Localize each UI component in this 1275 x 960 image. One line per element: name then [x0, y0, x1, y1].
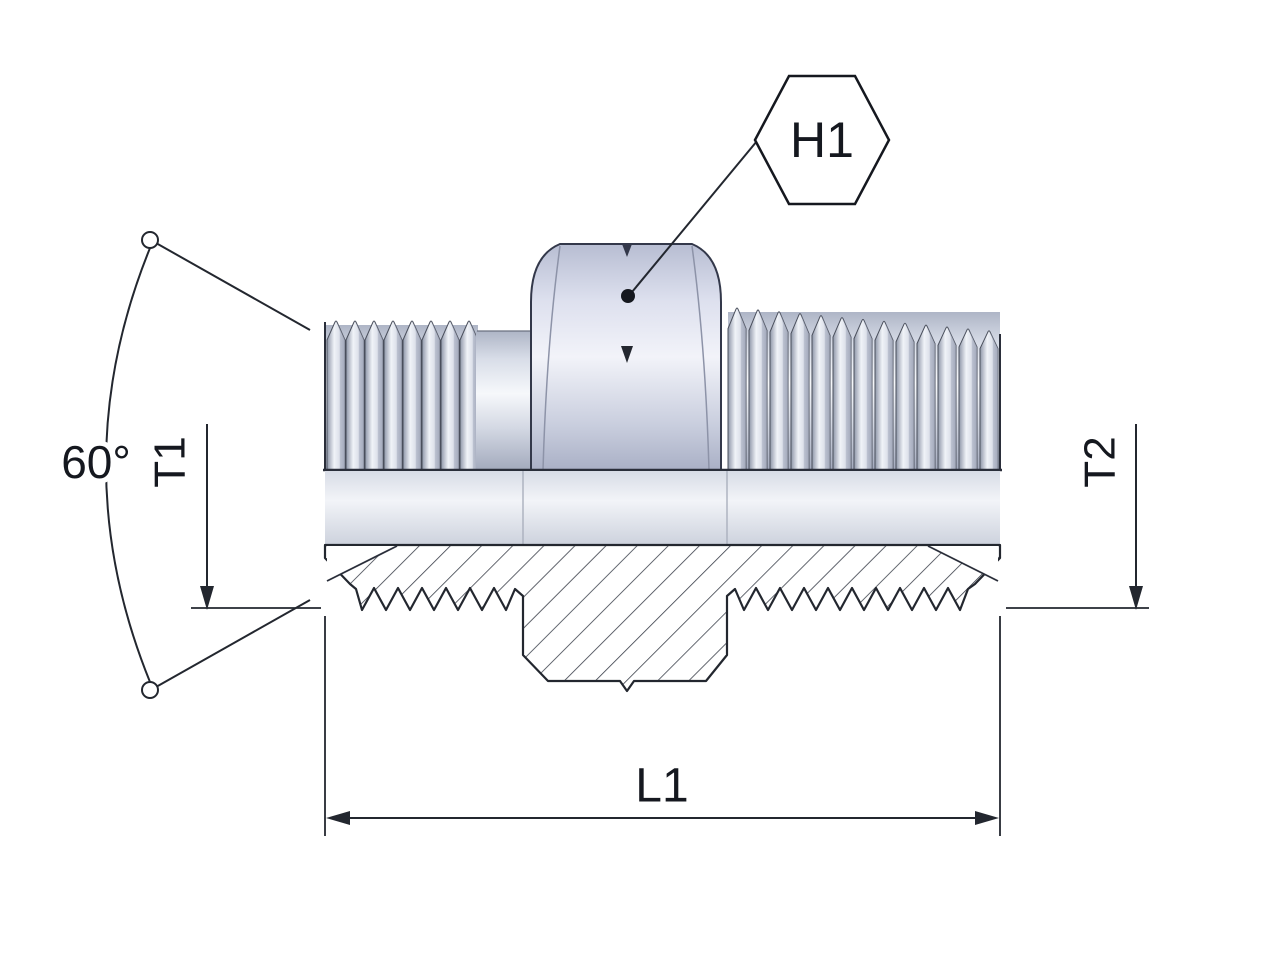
l1-arrowhead-right	[975, 811, 999, 825]
right-thread	[727, 307, 1001, 471]
section-hatch	[323, 543, 1002, 693]
h1-label: H1	[790, 112, 854, 168]
t2-label: T2	[1076, 436, 1125, 487]
center-shank	[476, 330, 538, 470]
dimension-t2	[1006, 424, 1149, 610]
t1-arrowhead	[200, 586, 214, 610]
dimension-t1	[191, 424, 321, 610]
leader-dot	[621, 289, 635, 303]
t2-arrowhead	[1129, 586, 1143, 610]
callout-h1	[621, 74, 891, 303]
l1-label: L1	[635, 760, 688, 813]
hex-top-notch	[622, 244, 632, 257]
left-thread	[324, 320, 479, 471]
dimension-angle-60	[105, 231, 311, 699]
hex-face-arrow	[621, 346, 633, 363]
dimension-l1	[324, 616, 1001, 836]
l1-arrowhead-left	[326, 811, 350, 825]
t1-label: T1	[146, 436, 195, 487]
bore-band	[325, 471, 1000, 546]
hex-balloon	[753, 74, 891, 206]
hex-body	[530, 243, 722, 471]
angle-label: 60°	[61, 436, 131, 488]
